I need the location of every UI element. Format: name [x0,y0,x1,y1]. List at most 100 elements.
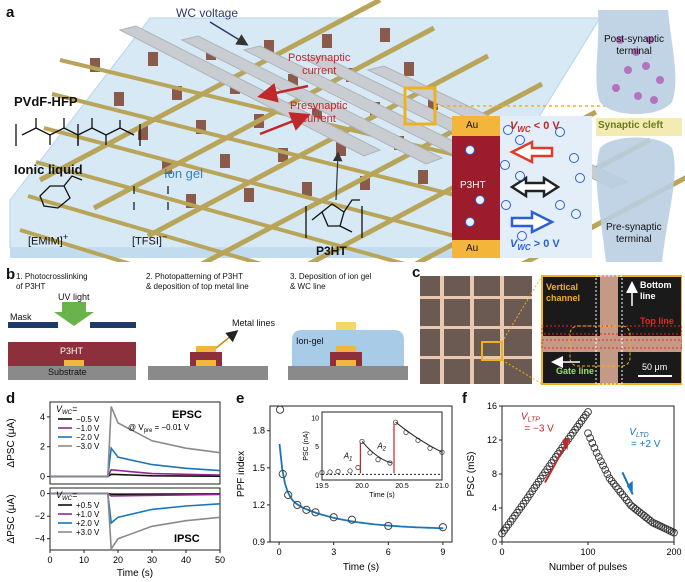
emim-text: [EMIM] [28,235,63,248]
x-tick-label: 0 [277,547,282,557]
x-tick-label: 10 [79,555,89,565]
post-current-label: Postsynaptic current [288,52,350,78]
y-axis-label: PSC (mS) [466,452,477,497]
arrow-black [509,175,561,199]
y-tick-label: 1.2 [252,500,265,510]
ion-icon [515,135,525,145]
bottom-line-label: Bottom line [640,280,672,302]
fit-curve [278,443,444,530]
legend-label: +3.0 V [76,528,100,537]
tfsi-text: [TFSI] [132,235,162,248]
ltd-point [607,477,616,485]
a1-label: A1 [343,451,353,462]
legend-label: +2.0 V [76,519,100,528]
ltd-point [609,479,618,488]
inset-x-tick-label: 21.0 [435,483,449,490]
vc-line2: channel [546,293,581,303]
x-tick-label: 9 [440,547,445,557]
au-bottom-label: Au [466,243,479,254]
post-terminal-line2: terminal [616,46,652,57]
inset-y-tick-label: 10 [311,416,319,423]
y-tick-label: 1.8 [252,426,265,436]
ion-icon [475,195,485,205]
ion-icon [501,200,511,210]
ltd-point [586,434,594,442]
vpre-note: @ Vpre = −0.01 V [128,423,190,434]
ltp-point [584,408,592,416]
wc-voltage-label: WC voltage [176,6,239,20]
pre-current-label: Presynaptic current [290,100,347,126]
ltd-point [642,513,650,522]
micro-horizontal-line [420,356,532,359]
ion-gel-b-label: Ion-gel [296,336,324,346]
step2-line2: & deposition of top metal line [146,282,249,291]
pillar [196,120,206,134]
y-tick-label: 4 [492,503,497,513]
post-current-arrow [257,83,309,103]
panel-b-figure [8,302,408,380]
pillar [288,74,298,88]
pvdf-structure [15,118,141,146]
ltd-point [622,496,631,504]
x-tick-label: 100 [580,547,595,557]
x-tick-label: 200 [666,547,681,557]
legend-label: −2.0 V [76,433,100,442]
panel-label-a: a [6,4,15,21]
top-line [43,126,501,250]
vesicle-icon [656,76,664,84]
x-axis-label: Time (s) [343,562,379,573]
ltd-point [637,510,646,518]
p3ht-inset-block [452,136,500,240]
vertical-channel-label: Vertical channel [546,282,580,304]
pillar [302,182,312,196]
ltd-point [646,516,655,525]
zoom-box [481,341,503,361]
ltd-point [584,429,592,438]
metal-lines-label: Metal lines [232,318,276,328]
pre-terminal-line1: Pre-synaptic [606,222,662,233]
y-tick-label: 4 [40,412,45,422]
x-tick-label: 30 [147,555,157,565]
y-tick-label: 16 [487,401,497,411]
post-terminal-label: Post-synaptic terminal [604,34,664,58]
data-point [311,508,320,517]
ltd-point [618,490,627,499]
pillar [244,188,254,202]
inset-x-tick-label: 20.0 [355,483,369,490]
substrate-label: Substrate [48,367,87,377]
x-tick-label: 6 [386,547,391,557]
ion-icon [555,200,565,210]
vc-line1: Vertical [546,282,579,292]
inset-y-tick-label: 5 [315,444,319,451]
vwc-neg-label: VWC < 0 V [510,120,560,135]
pillar [278,148,288,162]
y-tick-label: 12 [487,435,497,445]
panel-label-d: d [6,390,16,407]
x-tick-label: 40 [181,555,191,565]
data-point [293,500,302,510]
y-tick-label: −4 [35,534,45,544]
mask-label: Mask [10,312,32,322]
bottom-line [146,53,490,239]
ionic-liquid-label: Ionic liquid [14,162,83,177]
x-tick-label: 20 [113,555,123,565]
ipsc-title: IPSC [174,533,200,545]
inset-point [393,419,399,425]
ltp-arrow [544,437,570,483]
micro-vertical-line [500,276,504,384]
post-current-line2: current [302,65,337,77]
pvdf-label: PVdF-HFP [14,94,78,109]
vesicle-icon [650,96,658,104]
vltp-label: VLTP [521,412,540,424]
panel-a-figure [9,0,685,262]
ion-icon [465,217,475,227]
pillar [186,194,196,208]
inset-y-label: PSC (nA) [303,431,310,461]
vesicle-icon [616,36,624,44]
ion-icon [575,173,585,183]
pillar [264,40,274,54]
step2-line1: 2. Photopatterning of P3HT [146,272,243,281]
top-line [27,194,262,262]
micro-horizontal-line [420,296,532,299]
